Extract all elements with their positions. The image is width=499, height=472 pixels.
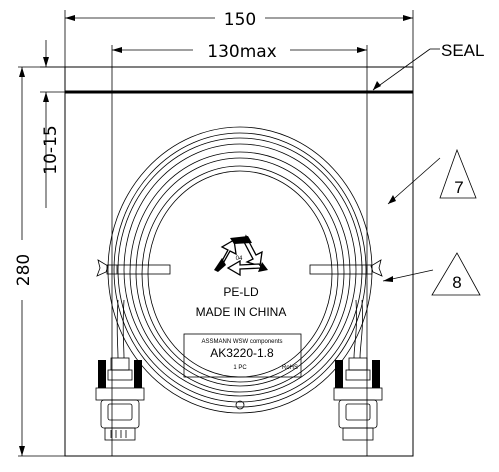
product-label: ASSMANN WSW components AK3220-1.8 1 PC R… <box>183 333 302 378</box>
dim-max-width: 130max <box>111 42 368 456</box>
product-label-rohs: RoHS <box>282 365 298 371</box>
dim-overall-height-text: 280 <box>14 254 34 286</box>
dsub-connector-right <box>333 357 383 441</box>
dim-overall-width-text: 150 <box>224 10 256 30</box>
callout-8-text: 8 <box>452 273 461 292</box>
callout-7-text: 7 <box>454 178 463 197</box>
origin-text: MADE IN CHINA <box>196 305 287 319</box>
dim-max-width-text: 130max <box>207 42 277 62</box>
recycling-code: 04 <box>236 256 243 262</box>
product-label-quantity: 1 PC <box>233 365 247 371</box>
seal-callout-text: SEAL <box>441 41 484 60</box>
callout-8: 8 <box>382 252 481 296</box>
product-label-brand: ASSMANN WSW components <box>201 339 282 345</box>
dim-overall-width: 150 <box>64 10 414 67</box>
cable-tie-left <box>96 259 171 277</box>
product-label-part-number: AK3220-1.8 <box>210 346 274 360</box>
seal-callout: SEAL <box>372 41 484 91</box>
dim-seal-zone: 10-15 <box>40 40 65 208</box>
cable-tie-right <box>309 259 383 277</box>
dim-seal-zone-text: 10-15 <box>41 125 61 174</box>
recycling-icon: 04 <box>214 234 268 277</box>
dsub-connector-left <box>95 357 145 441</box>
cable-coil <box>107 126 373 414</box>
callout-7: 7 <box>387 148 477 205</box>
dim-overall-height: 280 <box>14 66 65 457</box>
material-text: PE-LD <box>223 285 259 299</box>
